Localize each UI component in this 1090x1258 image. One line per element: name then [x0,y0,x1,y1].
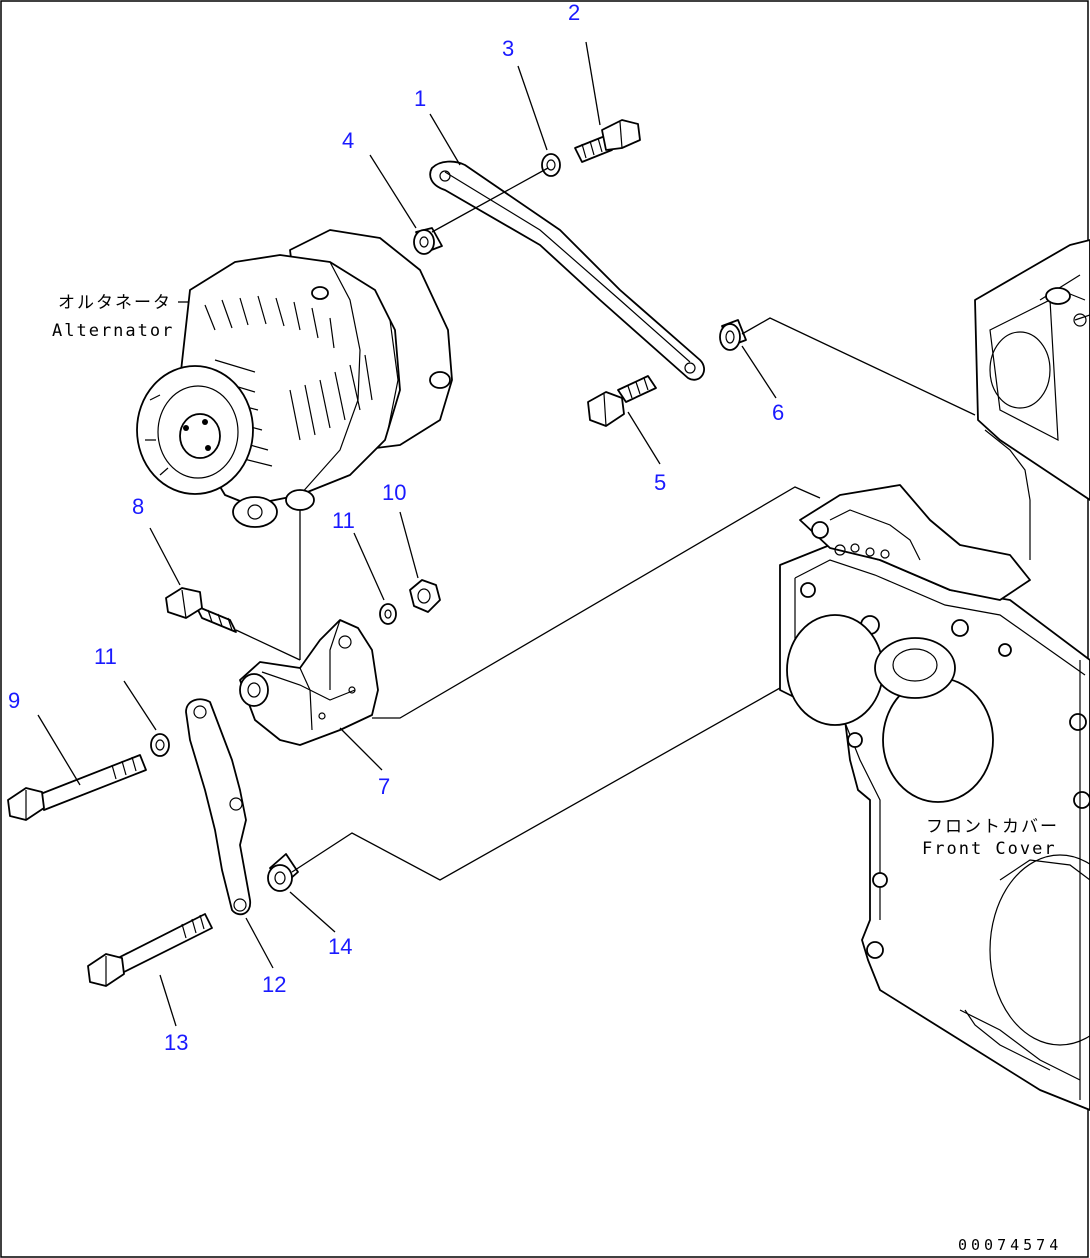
part-number-14[interactable]: 14 [328,934,352,959]
washer-part-3 [541,153,561,177]
bolt-part-5 [587,375,657,427]
part-number-11-upper[interactable]: 11 [332,508,355,533]
bolt-part-9 [7,754,147,821]
spacer-part-14 [267,853,299,892]
part-number-1[interactable]: 1 [414,86,426,111]
part-number-7[interactable]: 7 [378,774,390,799]
part-number-5[interactable]: 5 [654,470,666,495]
part-number-10[interactable]: 10 [382,480,406,505]
document-id: 00074574 [958,1236,1062,1254]
front-cover-drawing [779,239,1090,1111]
front-cover-label-en: Front Cover [922,839,1057,859]
alternator-label-jp: オルタネータ [58,293,172,313]
part-numbers: 2 3 1 4 6 5 10 8 11 11 9 7 14 12 13 [8,0,784,1055]
nut-part-10 [409,579,441,613]
part-number-13[interactable]: 13 [164,1030,188,1055]
assembly-lines [235,167,976,881]
part-number-3[interactable]: 3 [502,36,514,61]
part-number-12[interactable]: 12 [262,972,286,997]
part-number-8[interactable]: 8 [132,494,144,519]
part-number-2[interactable]: 2 [568,0,580,25]
bolt-part-2 [574,119,641,163]
bolt-part-8 [165,587,237,633]
washer-part-11b [150,733,170,757]
label-leaders [37,41,777,1027]
part-number-6[interactable]: 6 [772,400,784,425]
stay-part-1 [429,160,705,381]
front-cover-label-jp: フロントカバー [926,817,1059,837]
alternator-drawing [136,229,453,528]
spacer-part-4 [413,227,443,255]
washer-part-11a [379,603,397,625]
plate-part-12 [185,698,251,916]
spacer-part-6 [719,319,747,351]
bracket-part-7 [239,619,379,746]
part-number-9[interactable]: 9 [8,688,20,713]
alternator-label-en: Alternator [52,321,174,341]
part-number-4[interactable]: 4 [342,128,354,153]
part-number-11-lower[interactable]: 11 [94,644,117,669]
bolt-part-13 [87,913,213,987]
